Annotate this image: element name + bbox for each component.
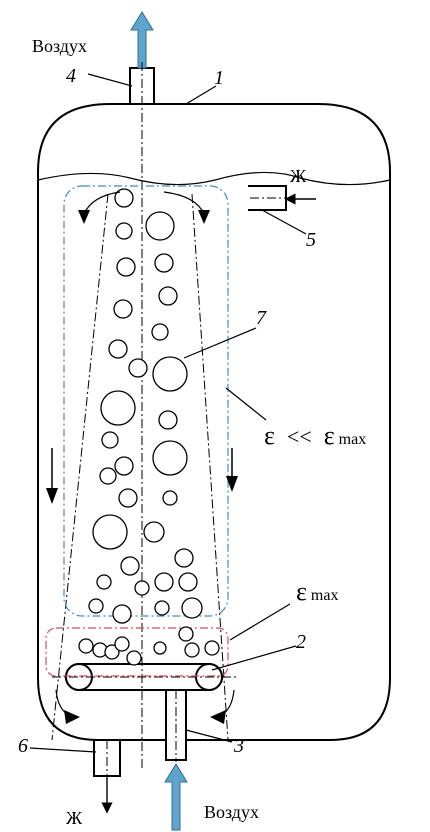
eps-max-sub: max [311,587,339,604]
bubble [128,358,148,378]
eps-low-sub: max [339,431,367,448]
part-number-3: 3 [233,735,244,757]
leader-3 [185,729,233,743]
bubble [154,253,174,273]
bubble [154,600,170,616]
part-number-5: 5 [306,229,316,251]
liquid-surface [37,171,391,186]
bubble [100,390,136,426]
bubble [101,431,119,449]
downflow-head-right [226,476,238,492]
bubble [114,188,134,208]
air-top-label: Воздух [32,36,87,56]
bubble [116,257,136,277]
eps-low-ops: << [287,424,312,449]
bubble [158,286,178,306]
bubble [143,521,165,543]
eps-max-symbol: ε [296,577,307,606]
bubble [92,514,128,550]
bubble [178,572,198,592]
eps-low-symbol: ε [264,421,275,450]
bubble [154,572,174,592]
bubble [99,467,117,485]
bubble [162,490,178,506]
leader-2 [211,645,297,671]
bubble [88,598,104,614]
bubbles [78,188,220,666]
leader-eps-max [229,603,291,641]
plume-boundary-right [191,193,229,741]
downflow-head-left [46,488,58,504]
leader-5 [261,209,307,235]
bubble [151,323,169,341]
bubble [112,604,132,624]
vessel-outline [37,103,391,741]
circulation-head-top-right [198,210,210,224]
bubble [120,556,140,576]
plume-boundary-left [51,193,109,741]
bubble [158,410,178,430]
circulation-head-top-left [78,210,90,224]
bubble [126,650,142,666]
part-number-2: 2 [296,631,306,653]
leader-1 [185,85,217,105]
leader-7 [183,327,257,359]
bubble [152,440,188,476]
bubble [178,626,194,642]
bubble [113,299,133,319]
bubble [174,548,194,568]
circulation-head-bottom-right [210,710,226,724]
liquid-out-label: Ж [66,808,83,828]
circulation-head-bottom-left [64,710,80,724]
eps-max-label: ε max [296,577,338,606]
part-number-4: 4 [66,65,76,87]
bubble [134,580,150,596]
leader-eps-low [225,387,267,421]
bubble [108,339,128,359]
bubble [114,456,134,476]
bubble [114,636,130,652]
leader-4 [87,73,133,87]
air-in-arrow [164,763,188,831]
liquid-in-label: Ж [290,166,307,186]
air-out-arrow [130,11,154,69]
bubble [118,488,138,508]
bubble [181,597,203,619]
bubble [78,638,94,654]
part-number-6: 6 [18,735,28,757]
bubble [115,222,133,240]
max-holdup-zone [45,627,229,677]
circulation-arrow-top-right [163,191,205,215]
part-number-7: 7 [256,307,267,329]
leader-6 [29,747,97,753]
air-bottom-label: Воздух [204,802,259,822]
eps-low-label: ε << ε max [264,421,366,450]
bubble [96,574,112,590]
low-holdup-zone [63,185,229,617]
bubble [145,211,175,241]
bubble [104,644,120,660]
bubble [204,640,220,656]
part-number-1: 1 [214,67,224,89]
bubble [184,642,200,658]
bubble [153,641,167,655]
bubble [152,356,188,392]
eps-low-symbol-2: ε [324,421,335,450]
